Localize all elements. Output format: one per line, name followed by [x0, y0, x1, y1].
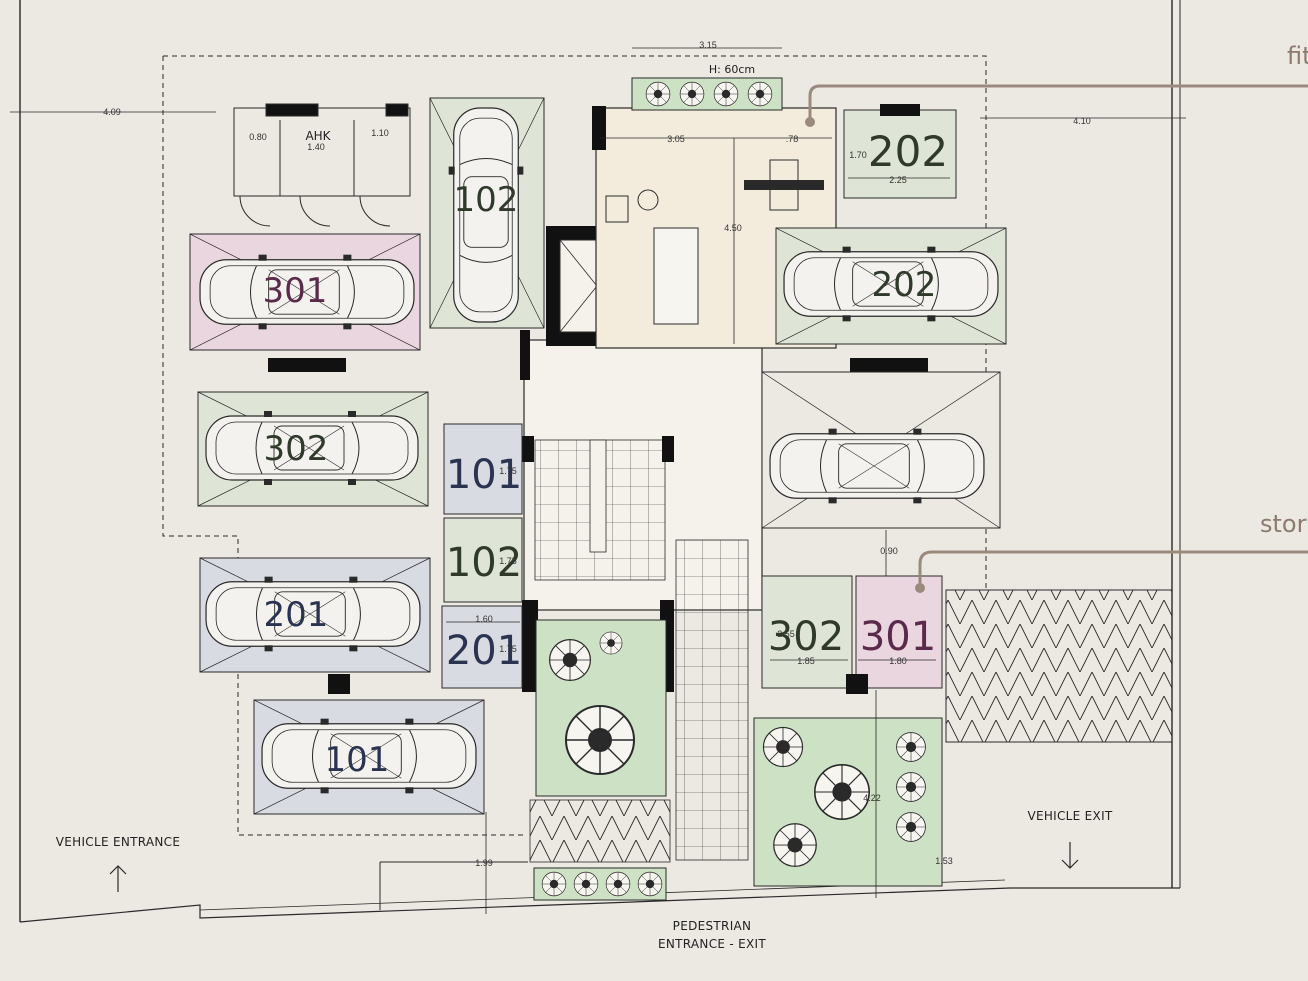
dim-1-75-c: 1.75 — [499, 644, 517, 654]
dim-3-15: 3.15 — [699, 40, 717, 50]
dim-1-80: 1.80 — [889, 656, 907, 666]
parking-bay-201 — [199, 557, 431, 694]
storage-202 — [843, 104, 957, 199]
storage-201 — [441, 605, 523, 689]
garden-right — [753, 717, 943, 887]
callout-dot-fitness — [805, 117, 815, 127]
planter-height-note: H: 60cm — [709, 63, 755, 76]
dim-1-53: 1.53 — [935, 856, 953, 866]
dim-4-22: 4.22 — [863, 793, 881, 803]
dim-0-80: 0.80 — [249, 132, 267, 142]
dim-4-10: 4.10 — [1073, 116, 1091, 126]
circulation-core — [520, 330, 763, 861]
bike-room-label: AHK — [305, 129, 331, 143]
storage-301 — [846, 575, 943, 694]
callout-label-fitness: fit — [1287, 42, 1308, 70]
parking-bay-101 — [253, 699, 485, 815]
dim-0-78: .78 — [786, 134, 799, 144]
storage-label-101: 101 — [446, 452, 522, 498]
parking-bay-unassigned — [761, 371, 1001, 529]
pedestrian-walkway — [675, 539, 749, 861]
dim-1-10: 1.10 — [371, 128, 389, 138]
dim-2-25: 2.25 — [889, 175, 907, 185]
parking-label-102: 102 — [454, 180, 519, 220]
dim-1-60: 1.60 — [475, 614, 493, 624]
bench-press-icon — [744, 180, 824, 190]
vehicle-exit-label: VEHICLE EXIT — [1027, 809, 1112, 823]
parking-bay-302 — [197, 391, 429, 507]
dim-1-85: 1.85 — [797, 656, 815, 666]
dim-4-50: 4.50 — [724, 223, 742, 233]
planter-bottom — [529, 799, 671, 901]
treadmill-icon — [653, 227, 699, 325]
dim-1-70: 1.70 — [849, 150, 867, 160]
storage-label-202: 202 — [868, 127, 948, 176]
callout-lines — [808, 84, 1308, 588]
ramp-area — [945, 589, 1173, 743]
storage-label-201: 201 — [446, 628, 522, 674]
building-outline — [162, 55, 987, 836]
parking-bay-301 — [189, 233, 421, 372]
parking-label-202: 202 — [872, 265, 937, 305]
dim-1-40: 1.40 — [307, 142, 325, 152]
parking-label-101: 101 — [325, 740, 390, 780]
dim-4-09: 4.09 — [103, 107, 121, 117]
dim-0-90: 0.90 — [880, 546, 898, 556]
parking-bay-102 — [429, 97, 545, 329]
dimension-lines — [10, 47, 1186, 914]
vehicle-entrance-label: VEHICLE ENTRANCE — [56, 835, 181, 849]
pedestrian-label-line1: PEDESTRIAN — [673, 919, 752, 933]
storage-102 — [443, 517, 523, 603]
bike-room — [233, 103, 411, 227]
up-arrow-icon — [109, 865, 127, 892]
planter-top — [631, 77, 783, 111]
storage-label-302: 302 — [768, 614, 844, 660]
parking-label-301: 301 — [263, 271, 328, 311]
dim-1-99: 1.99 — [475, 858, 493, 868]
callout-label-storage: stor — [1260, 510, 1307, 538]
parking-bay-202 — [775, 227, 1007, 372]
storage-label-301: 301 — [860, 614, 936, 660]
dim-2-55: 2.55 — [777, 629, 795, 639]
callout-dot-storage — [915, 583, 925, 593]
dim-1-75-b: 1.75 — [499, 556, 517, 566]
storage-302 — [761, 575, 853, 689]
storage-label-102: 102 — [446, 540, 522, 586]
dim-1-75-a: 1.75 — [499, 466, 517, 476]
parking-label-302: 302 — [264, 429, 329, 469]
gym-machine-icon — [637, 189, 659, 211]
parking-label-201: 201 — [264, 595, 329, 635]
garden-center — [535, 619, 667, 797]
pedestrian-label-line2: ENTRANCE - EXIT — [658, 937, 766, 951]
down-arrow-icon — [1061, 842, 1079, 869]
storage-101 — [443, 423, 523, 515]
dim-3-05: 3.05 — [667, 134, 685, 144]
